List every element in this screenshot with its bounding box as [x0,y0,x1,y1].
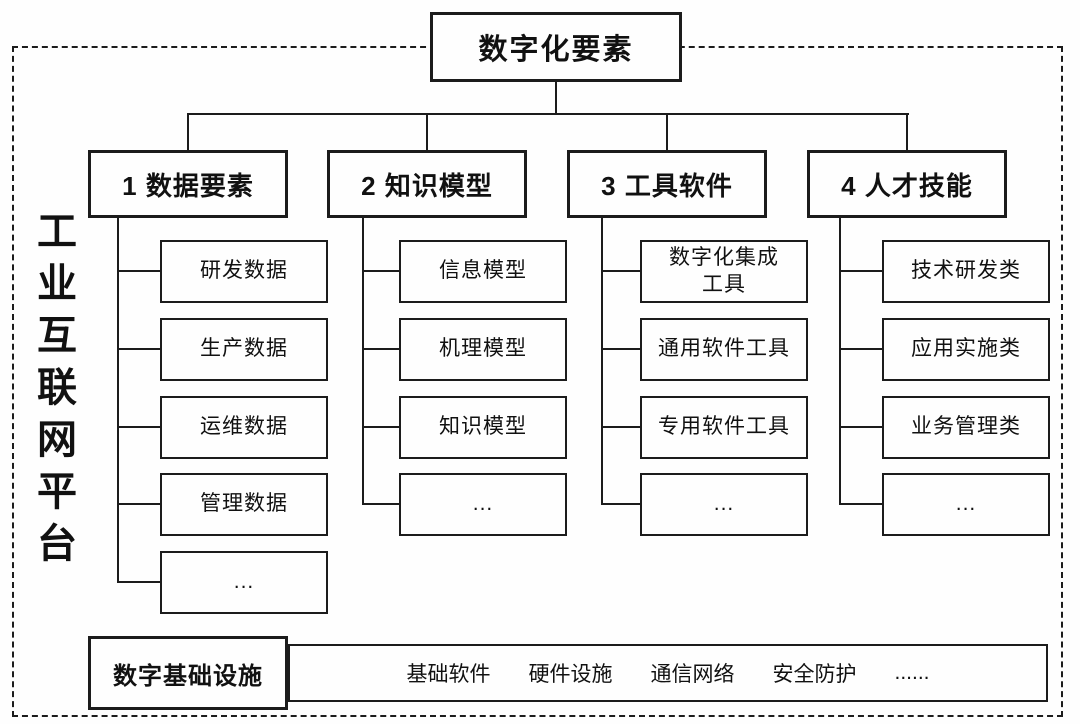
tick-col1-row2 [117,348,160,350]
infra-item-base-software: 基础软件 [406,663,491,686]
connector-root-stem [555,82,557,115]
spine-col-3 [601,218,603,505]
child-box-special-tools: 专用软件工具 [640,396,808,459]
root-node: 数字化要素 [430,12,682,82]
tick-col4-row3 [839,426,882,428]
child-box-tools-more: ... [640,473,808,536]
branch-box-knowledge: 2 知识模型 [327,150,527,218]
child-box-general-tools: 通用软件工具 [640,318,808,381]
child-box-integration-tools: 数字化集成 工具 [640,240,808,303]
infra-item-more: ...... [894,661,930,684]
child-box-info-model: 信息模型 [399,240,567,303]
connector-drop-4 [906,113,908,150]
connector-drop-2 [426,113,428,150]
infrastructure-bar: 基础软件 硬件设施 通信网络 安全防护 ...... [288,644,1048,702]
tick-col2-row3 [362,426,399,428]
tick-col1-row3 [117,426,160,428]
infrastructure-title-box: 数字基础设施 [88,636,288,710]
platform-label: 工业互联网平台 [31,210,75,574]
spine-col-2 [362,218,364,505]
tick-col1-row5 [117,581,160,583]
branch-box-talent: 4 人才技能 [807,150,1007,218]
tick-col2-row2 [362,348,399,350]
child-box-know-model: 知识模型 [399,396,567,459]
tick-col3-row2 [601,348,640,350]
child-box-data-more: ... [160,551,328,614]
connector-drop-1 [187,113,189,150]
tick-col4-row2 [839,348,882,350]
child-box-tech-rd: 技术研发类 [882,240,1050,303]
child-box-mech-model: 机理模型 [399,318,567,381]
child-box-mgmt-data: 管理数据 [160,473,328,536]
tick-col1-row1 [117,270,160,272]
tick-col2-row1 [362,270,399,272]
tick-col4-row4 [839,503,882,505]
tick-col3-row1 [601,270,640,272]
spine-col-4 [839,218,841,505]
child-box-om-data: 运维数据 [160,396,328,459]
tick-col1-row4 [117,503,160,505]
child-box-model-more: ... [399,473,567,536]
connector-drop-3 [666,113,668,150]
branch-box-data: 1 数据要素 [88,150,288,218]
branch-box-tools: 3 工具软件 [567,150,767,218]
child-box-biz-mgmt: 业务管理类 [882,396,1050,459]
child-box-rd-data: 研发数据 [160,240,328,303]
child-box-app-impl: 应用实施类 [882,318,1050,381]
tick-col2-row4 [362,503,399,505]
spine-col-1 [117,218,119,583]
tick-col3-row4 [601,503,640,505]
infra-item-security: 安全防护 [772,663,857,686]
child-box-prod-data: 生产数据 [160,318,328,381]
connector-branch-rail [187,113,909,115]
infra-item-hardware: 硬件设施 [528,663,613,686]
tick-col3-row3 [601,426,640,428]
child-box-talent-more: ... [882,473,1050,536]
tick-col4-row1 [839,270,882,272]
infra-item-network: 通信网络 [650,663,735,686]
